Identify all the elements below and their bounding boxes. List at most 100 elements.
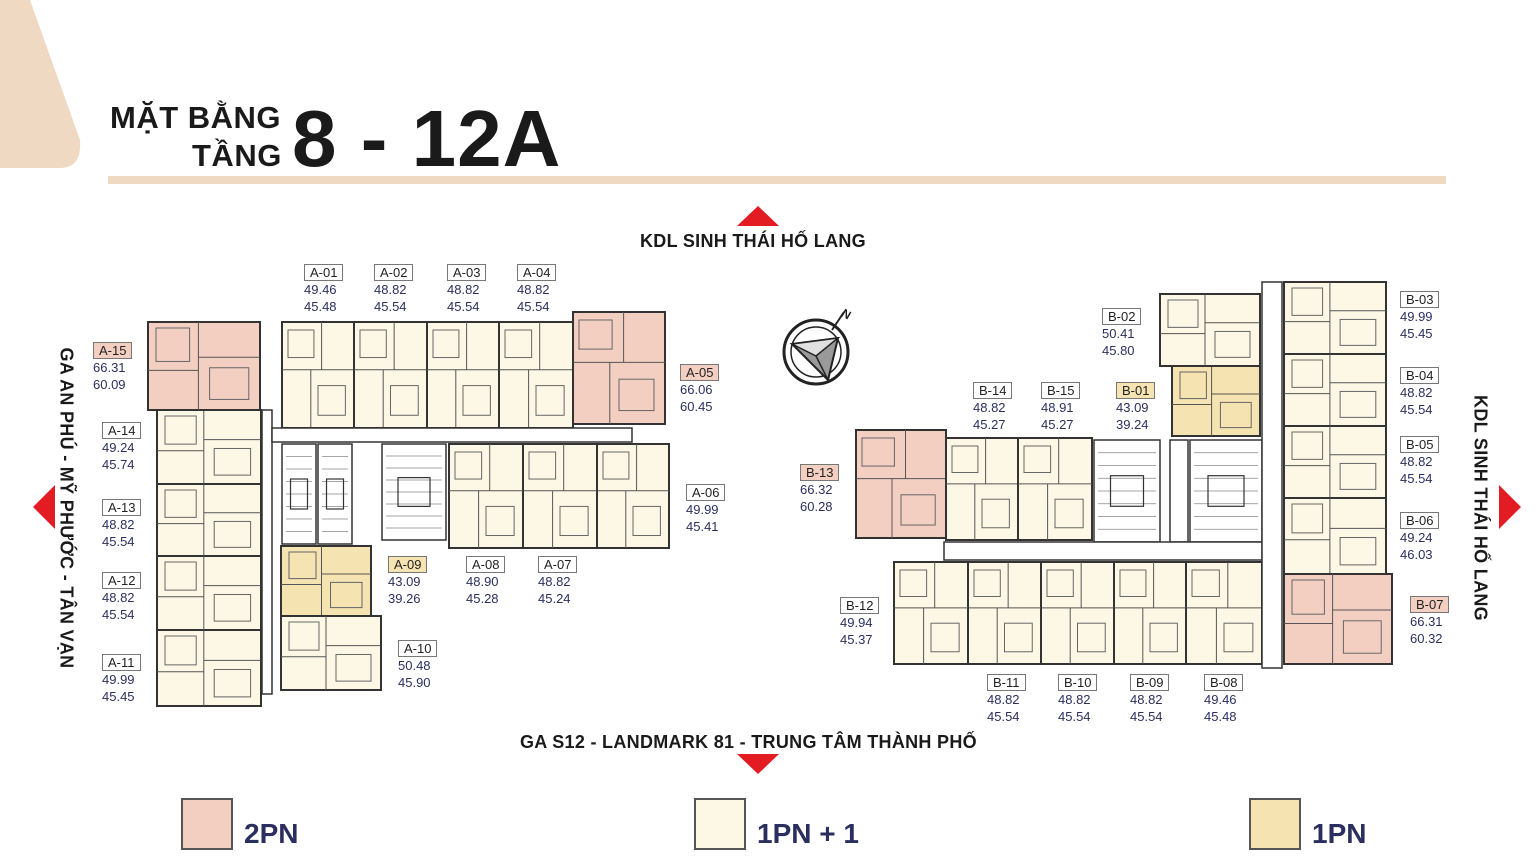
unit-area-net: 39.26 xyxy=(388,591,421,606)
unit-area-gross: 48.82 xyxy=(1058,692,1091,707)
unit-a-02 xyxy=(353,321,428,429)
unit-a-01 xyxy=(281,321,355,429)
unit-b-11 xyxy=(967,561,1042,665)
core-area xyxy=(261,409,273,695)
unit-area-net: 45.54 xyxy=(374,299,407,314)
unit-area-net: 45.28 xyxy=(466,591,499,606)
unit-b-07 xyxy=(1283,573,1393,665)
unit-area-net: 45.48 xyxy=(304,299,337,314)
unit-area-gross: 48.82 xyxy=(1130,692,1163,707)
unit-area-gross: 49.24 xyxy=(102,440,135,455)
direction-top-label: KDL SINH THÁI HỐ LANG xyxy=(640,231,866,251)
unit-area-gross: 48.82 xyxy=(517,282,550,297)
title-line-2: TẦNG xyxy=(192,138,282,173)
unit-area-gross: 43.09 xyxy=(388,574,421,589)
unit-b-04 xyxy=(1283,353,1387,427)
unit-area-gross: 48.82 xyxy=(374,282,407,297)
unit-area-gross: 48.82 xyxy=(447,282,480,297)
unit-area-gross: 49.99 xyxy=(1400,309,1433,324)
unit-a-07 xyxy=(522,443,598,549)
unit-area-gross: 66.32 xyxy=(800,482,833,497)
unit-area-gross: 43.09 xyxy=(1116,400,1149,415)
core-area xyxy=(1261,281,1283,669)
unit-area-net: 45.41 xyxy=(686,519,719,534)
unit-code: B-02 xyxy=(1102,308,1142,325)
unit-area-net: 45.54 xyxy=(987,709,1020,724)
unit-b-01 xyxy=(1171,365,1261,437)
unit-code: A-08 xyxy=(466,556,506,573)
unit-code: A-05 xyxy=(680,364,720,381)
legend-label-1pn: 1PN xyxy=(1312,818,1367,849)
unit-a-08 xyxy=(448,443,524,549)
unit-code: B-13 xyxy=(800,464,840,481)
unit-code: B-12 xyxy=(840,597,880,614)
direction-bottom-label: GA S12 - LANDMARK 81 - TRUNG TÂM THÀNH P… xyxy=(520,732,977,752)
unit-code: B-05 xyxy=(1400,436,1440,453)
unit-a-11 xyxy=(156,629,262,707)
legend-swatch-1pn xyxy=(1249,798,1301,850)
unit-area-net: 45.54 xyxy=(1400,402,1433,417)
unit-area-gross: 48.82 xyxy=(102,590,135,605)
unit-code: B-06 xyxy=(1400,512,1440,529)
legend-swatch-2pn xyxy=(181,798,233,850)
unit-code: A-06 xyxy=(686,484,726,501)
core-area xyxy=(1093,439,1161,543)
unit-area-net: 45.54 xyxy=(447,299,480,314)
unit-area-net: 45.48 xyxy=(1204,709,1237,724)
legend-label-1pn-plus-1: 1PN + 1 xyxy=(757,818,859,849)
unit-a-06 xyxy=(596,443,670,549)
unit-code: B-04 xyxy=(1400,367,1440,384)
unit-b-15 xyxy=(1017,437,1093,541)
unit-code: A-11 xyxy=(102,654,141,671)
unit-area-gross: 49.99 xyxy=(686,502,719,517)
unit-area-gross: 49.99 xyxy=(102,672,135,687)
unit-code: A-10 xyxy=(398,640,438,657)
unit-area-net: 45.54 xyxy=(1058,709,1091,724)
unit-area-gross: 49.46 xyxy=(1204,692,1237,707)
unit-area-net: 45.54 xyxy=(102,607,135,622)
legend-swatch-1pn-plus-1 xyxy=(694,798,746,850)
unit-code: A-13 xyxy=(102,499,142,516)
unit-code: B-01 xyxy=(1116,382,1156,399)
unit-b-14 xyxy=(945,437,1019,541)
unit-b-12 xyxy=(893,561,969,665)
corner-decoration xyxy=(0,0,81,168)
unit-b-09 xyxy=(1113,561,1187,665)
unit-code: B-08 xyxy=(1204,674,1244,691)
unit-a-10 xyxy=(280,615,382,691)
unit-area-gross: 48.82 xyxy=(1400,385,1433,400)
core-area xyxy=(271,427,633,443)
unit-area-gross: 49.46 xyxy=(304,282,337,297)
unit-area-net: 46.03 xyxy=(1400,547,1433,562)
unit-code: B-15 xyxy=(1041,382,1081,399)
unit-b-06 xyxy=(1283,497,1387,575)
unit-area-net: 60.09 xyxy=(93,377,126,392)
unit-a-12 xyxy=(156,555,262,631)
unit-code: A-09 xyxy=(388,556,428,573)
unit-area-net: 45.37 xyxy=(840,632,873,647)
unit-area-gross: 66.31 xyxy=(93,360,126,375)
direction-arrow-down-icon xyxy=(737,754,779,774)
svg-text:N: N xyxy=(839,306,854,322)
core-area xyxy=(317,443,353,545)
unit-a-09 xyxy=(280,545,372,617)
unit-code: A-14 xyxy=(102,422,142,439)
unit-area-net: 45.54 xyxy=(102,534,135,549)
